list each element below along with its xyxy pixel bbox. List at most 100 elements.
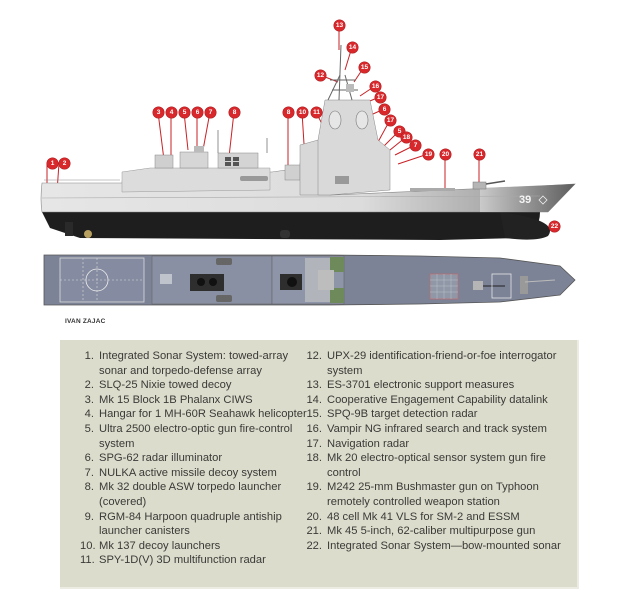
legend-item: 13. ES-3701 electronic support measures (306, 378, 576, 393)
callout-marker-19: 19 (423, 149, 434, 160)
legend-item-number: 5. (84, 422, 94, 435)
callout-marker-15: 15 (359, 62, 370, 73)
legend-item-text: Mk 20 electro-optical sensor system gun … (327, 452, 546, 479)
legend-box: 1. Integrated Sonar System: towed-array s… (60, 340, 579, 589)
callout-marker-7: 7 (410, 140, 421, 151)
legend-item: 1. Integrated Sonar System: towed-array s… (80, 349, 310, 378)
legend-item-number: 16. (306, 422, 322, 435)
legend-item: 17. Navigation radar (306, 437, 576, 452)
legend-item-text: Vampir NG infrared search and track syst… (327, 422, 547, 435)
legend-item-number: 1. (84, 350, 94, 362)
legend-item-number: 2. (84, 379, 94, 392)
legend-item: 12. UPX-29 identification-friend-or-foe i… (306, 349, 576, 378)
legend-item-number: 14. (306, 393, 322, 406)
legend-item-number: 15. (306, 408, 322, 421)
ship-side-profile: 39 (40, 44, 576, 240)
legend-item: 20. 48 cell Mk 41 VLS for SM-2 and ESSM (306, 510, 576, 525)
callout-marker-11: 11 (311, 107, 322, 118)
legend-item-number: 9. (84, 510, 94, 523)
legend-item-number: 11. (80, 554, 95, 567)
legend-column-left: 1. Integrated Sonar System: towed-array s… (80, 349, 310, 568)
legend-item-text: UPX-29 identification-friend-or-foe inte… (327, 350, 557, 377)
legend-item-text: SLQ-25 Nixie towed decoy (99, 379, 232, 392)
legend-item: 14. Cooperative Engagement Capability dat… (306, 393, 576, 408)
ship-plan-view (43, 254, 576, 306)
legend-item: 10.Mk 137 decoy launchers (80, 539, 310, 554)
legend-item-text: Integrated Sonar System—bow-mounted sona… (327, 539, 561, 552)
legend-column-right: 12. UPX-29 identification-friend-or-foe i… (306, 349, 576, 553)
legend-item-text: Mk 15 Block 1B Phalanx CIWS (99, 393, 253, 406)
callout-marker-1: 1 (47, 158, 58, 169)
legend-item-text: ES-3701 electronic support measures (327, 379, 515, 392)
legend-item-text: Navigation radar (327, 437, 410, 450)
legend-item: 3. Mk 15 Block 1B Phalanx CIWS (80, 393, 310, 408)
legend-item-number: 10. (80, 539, 96, 552)
legend-item: 15. SPQ-9B target detection radar (306, 407, 576, 422)
legend-item-number: 19. (306, 481, 322, 494)
legend-item-number: 22. (306, 539, 322, 552)
legend-item-number: 18. (306, 452, 322, 465)
callout-marker-6: 6 (192, 107, 203, 118)
callout-marker-4: 4 (166, 107, 177, 118)
legend-item-text: M242 25-mm Bushmaster gun on Typhoon rem… (327, 481, 539, 508)
legend-item-text: 48 cell Mk 41 VLS for SM-2 and ESSM (327, 510, 520, 523)
legend-item-text: Mk 137 decoy launchers (99, 539, 221, 552)
legend-item: 22. Integrated Sonar System—bow-mounted s… (306, 539, 576, 554)
legend-item-text: Hangar for 1 MH-60R Seahawk helicopter (99, 408, 307, 421)
legend-item-text: Integrated Sonar System: towed-array son… (99, 350, 289, 377)
legend-item: 6. SPG-62 radar illuminator (80, 451, 310, 466)
legend-item-text: Mk 32 double ASW torpedo launcher (cover… (99, 481, 282, 508)
callout-marker-14: 14 (347, 42, 358, 53)
legend-item-text: Mk 45 5-inch, 62-caliber multipurpose gu… (327, 525, 536, 538)
callout-marker-7: 7 (205, 107, 216, 118)
callout-marker-20: 20 (440, 149, 451, 160)
ship-diagram: 39 (40, 25, 576, 306)
legend-item-text: NULKA active missile decoy system (99, 466, 277, 479)
legend-item-number: 8. (84, 481, 94, 494)
callout-marker-13: 13 (334, 20, 345, 31)
legend-item-number: 12. (306, 350, 322, 362)
ship-illustration: 39 (40, 25, 576, 306)
legend-item: 7. NULKA active missile decoy system (80, 466, 310, 481)
legend-item-number: 7. (84, 466, 94, 479)
legend-item-text: SPY-1D(V) 3D multifunction radar (99, 554, 266, 567)
legend-item-text: RGM-84 Harpoon quadruple antiship launch… (99, 510, 282, 538)
legend-item-number: 17. (306, 437, 322, 450)
legend-item-text: Ultra 2500 electro-optic gun fire-contro… (99, 422, 293, 450)
callout-marker-6: 6 (379, 104, 390, 115)
callout-marker-10: 10 (297, 107, 308, 118)
callout-marker-5: 5 (394, 126, 405, 137)
illustrator-credit: IVAN ZAJAC (65, 318, 106, 325)
callout-marker-22: 22 (549, 221, 560, 232)
legend-item-number: 20. (306, 510, 322, 523)
legend-item-number: 4. (84, 408, 94, 421)
callout-marker-18: 18 (401, 132, 412, 143)
callout-marker-17: 17 (375, 92, 386, 103)
legend-item: 4. Hangar for 1 MH-60R Seahawk helicopter (80, 407, 310, 422)
callout-marker-8: 8 (229, 107, 240, 118)
callout-marker-3: 3 (153, 107, 164, 118)
legend-item: 16. Vampir NG infrared search and track s… (306, 422, 576, 437)
legend-item: 21. Mk 45 5-inch, 62-caliber multipurpose… (306, 524, 576, 539)
hull-number: 39 (519, 194, 531, 206)
legend-item: 2. SLQ-25 Nixie towed decoy (80, 378, 310, 393)
callout-marker-12: 12 (315, 70, 326, 81)
callout-marker-21: 21 (474, 149, 485, 160)
legend-item: 18. Mk 20 electro-optical sensor system g… (306, 451, 576, 480)
legend-item: 9. RGM-84 Harpoon quadruple antiship laun… (80, 510, 310, 539)
legend-item: 19. M242 25-mm Bushmaster gun on Typhoon … (306, 480, 576, 509)
legend-item-number: 3. (84, 393, 94, 406)
legend-item-number: 6. (84, 452, 94, 465)
legend-item: 5. Ultra 2500 electro-optic gun fire-cont… (80, 422, 310, 451)
callout-marker-17: 17 (385, 115, 396, 126)
callout-marker-8: 8 (283, 107, 294, 118)
legend-item-text: SPQ-9B target detection radar (327, 408, 478, 421)
callout-marker-2: 2 (59, 158, 70, 169)
legend-item-number: 21. (306, 525, 322, 538)
legend-item: 11. SPY-1D(V) 3D multifunction radar (80, 553, 310, 568)
legend-item-number: 13. (306, 379, 322, 392)
callout-marker-5: 5 (179, 107, 190, 118)
legend-item-text: Cooperative Engagement Capability datali… (327, 393, 548, 406)
legend-item-text: SPG-62 radar illuminator (99, 452, 223, 465)
callout-marker-16: 16 (370, 81, 381, 92)
